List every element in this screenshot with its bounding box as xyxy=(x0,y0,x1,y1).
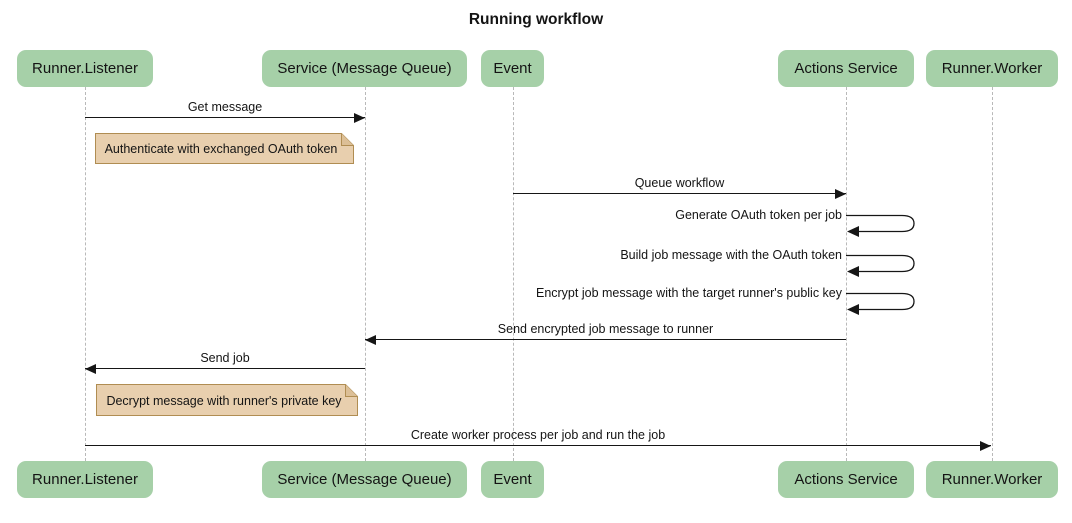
participant-bottom-event: Event xyxy=(481,461,544,498)
participant-top-actions-service: Actions Service xyxy=(778,50,914,87)
participant-label: Service (Message Queue) xyxy=(277,60,452,77)
participant-label: Actions Service xyxy=(794,60,898,77)
note-authenticate: Authenticate with exchanged OAuth token xyxy=(95,133,354,164)
diagram-title: Running workflow xyxy=(468,11,604,28)
self-loop-arrow-icon xyxy=(846,292,915,315)
lifeline-actions-service xyxy=(845,87,847,461)
message-line xyxy=(513,193,846,194)
self-message-generate-token: Generate OAuth token per job xyxy=(675,208,842,222)
lifeline-event xyxy=(512,87,514,461)
message-queue-workflow: Queue workflow xyxy=(513,175,846,199)
lifeline-runner-listener xyxy=(84,87,86,461)
arrowhead-right-icon xyxy=(980,441,991,451)
participant-top-runner-listener: Runner.Listener xyxy=(17,50,153,87)
message-line xyxy=(85,368,365,369)
participant-bottom-service-message-queue: Service (Message Queue) xyxy=(262,461,467,498)
participant-label: Event xyxy=(493,471,532,488)
message-get-message: Get message xyxy=(85,99,365,123)
participant-top-service-message-queue: Service (Message Queue) xyxy=(262,50,467,87)
participant-bottom-runner-worker: Runner.Worker xyxy=(926,461,1058,498)
participant-bottom-actions-service: Actions Service xyxy=(778,461,914,498)
participant-label: Actions Service xyxy=(794,471,898,488)
message-label: Queue workflow xyxy=(634,176,725,190)
self-message-encrypt-job: Encrypt job message with the target runn… xyxy=(535,286,842,300)
self-message-build-job: Build job message with the OAuth token xyxy=(620,248,842,262)
message-line xyxy=(85,445,991,446)
self-loop-arrow-icon xyxy=(846,254,915,277)
lifeline-runner-worker xyxy=(991,87,993,461)
arrowhead-right-icon xyxy=(354,113,365,123)
participant-label: Runner.Listener xyxy=(32,471,138,488)
message-label: Get message xyxy=(187,100,263,114)
lifeline-service-message-queue xyxy=(364,87,366,461)
message-send-encrypted: Send encrypted job message to runner xyxy=(365,321,846,345)
self-loop-arrow-icon xyxy=(846,214,915,237)
note-label: Authenticate with exchanged OAuth token xyxy=(105,142,338,156)
participant-top-event: Event xyxy=(481,50,544,87)
message-create-worker: Create worker process per job and run th… xyxy=(85,427,991,451)
participant-bottom-runner-listener: Runner.Listener xyxy=(17,461,153,498)
arrowhead-right-icon xyxy=(835,189,846,199)
message-line xyxy=(365,339,846,340)
message-label: Send job xyxy=(200,351,250,365)
participant-label: Runner.Worker xyxy=(941,471,1043,488)
participant-label: Service (Message Queue) xyxy=(277,471,452,488)
message-send-job: Send job xyxy=(85,350,365,374)
note-label: Decrypt message with runner's private ke… xyxy=(106,394,342,408)
message-label: Send encrypted job message to runner xyxy=(497,322,714,336)
arrowhead-left-icon xyxy=(365,335,376,345)
arrowhead-left-icon xyxy=(85,364,96,374)
message-line xyxy=(85,117,365,118)
message-label: Create worker process per job and run th… xyxy=(410,428,666,442)
note-decrypt: Decrypt message with runner's private ke… xyxy=(96,384,358,416)
participant-top-runner-worker: Runner.Worker xyxy=(926,50,1058,87)
participant-label: Event xyxy=(493,60,532,77)
participant-label: Runner.Listener xyxy=(32,60,138,77)
participant-label: Runner.Worker xyxy=(941,60,1043,77)
